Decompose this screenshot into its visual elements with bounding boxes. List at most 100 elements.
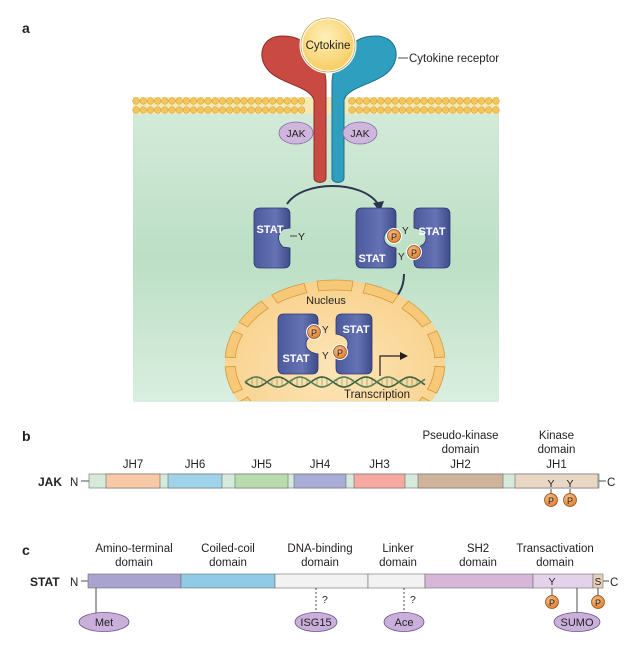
stat-dimer-left-shape: [355, 207, 397, 269]
stat-domain-6-subtitle: domain: [536, 557, 574, 569]
dimer2-top-label: STAT: [342, 324, 369, 336]
jak-right-label: JAK: [350, 128, 369, 140]
stat-phospho-2-label: P: [595, 598, 601, 608]
nucleus-label: Nucleus: [306, 295, 346, 307]
methylation-oval: [78, 612, 130, 632]
jak-domain-jh4-label: JH4: [310, 459, 331, 471]
stat-protein-label: STAT: [30, 575, 60, 589]
jak-tyrosine-1: Y: [547, 478, 554, 490]
jak-domain-jh7: [105, 473, 161, 489]
jak-domain-jh6-label: JH6: [185, 459, 205, 471]
isg15-oval: [294, 612, 338, 632]
dimer1-phospho-2: [407, 245, 421, 259]
stat-domain-6: [532, 573, 594, 589]
stat-monomer-shape: [253, 207, 291, 269]
dimer2-p1-label: P: [311, 328, 317, 338]
jak-phospho-2-label: P: [567, 496, 573, 506]
sumo-oval-label: SUMO: [561, 617, 594, 629]
cytokine: Cytokine: [299, 16, 357, 74]
stat-domain-3: [274, 573, 369, 589]
stat-domain-5-title: SH2: [467, 543, 489, 555]
stat-n-terminus: N: [70, 577, 78, 589]
jak-phospho-1-label: P: [548, 496, 554, 506]
jak-tyrosine-2: Y: [566, 478, 573, 490]
stat-domain-1-title: Amino-terminal: [95, 543, 172, 555]
stat-dimer2-right-shape: [335, 313, 373, 375]
stat-monomer-tyrosine: Y: [298, 231, 305, 243]
jak-domain-jh2-subtitle: domain: [442, 444, 480, 456]
stat-dimer-right-shape: [413, 207, 451, 269]
jak-domain-jh1: [514, 473, 599, 489]
stat-c-terminus: C: [610, 577, 618, 589]
jak-domain-jh5-label: JH5: [251, 459, 271, 471]
jak-domain-jh6: [167, 473, 223, 489]
dimer1-y1-label: Y: [402, 226, 409, 237]
dimer2-p2-label: P: [337, 348, 343, 358]
stat-domains: Amino-terminal domain Coiled-coil domain DNA…: [78, 543, 605, 632]
panel-b-label: b: [22, 428, 31, 444]
stat-serine-label: S: [595, 577, 602, 588]
dimer1-y2-label: Y: [398, 252, 405, 263]
jak-domain-jh5: [234, 473, 289, 489]
dimer1-p1-label: P: [391, 232, 397, 242]
receptor-right-chain: [331, 35, 397, 183]
jak-domain-jh2: [417, 473, 504, 489]
stat-dimer-nucleus: P P Y Y STAT STAT: [277, 313, 373, 375]
nuclear-envelope: [224, 279, 446, 401]
stat-domain-4-subtitle: domain: [379, 557, 417, 569]
dimer2-y2-label: Y: [322, 351, 329, 362]
panel-c-label: c: [22, 542, 30, 558]
stat-domain-4-title: Linker: [382, 543, 413, 555]
stat-domain-2-title: Coiled-coil: [201, 543, 255, 555]
jak-phospho-1: [544, 493, 558, 507]
cytokine-receptor: [261, 35, 397, 183]
methylation-oval-label: Met: [95, 617, 113, 629]
jak-c-terminus: C: [607, 477, 615, 489]
dimer1-top-label: STAT: [418, 226, 445, 238]
jak-domain-jh1-subtitle: domain: [538, 444, 576, 456]
acetylation-oval: [383, 612, 425, 632]
stat-domain-4: [367, 573, 426, 589]
acetylation-oval-label: Ace: [395, 617, 414, 629]
receptor-left-chain: [261, 35, 327, 183]
jak-right: JAK: [342, 121, 378, 145]
jak-left-label: JAK: [286, 128, 305, 140]
dimer2-y1-label: Y: [322, 325, 329, 336]
stat-domain-1-subtitle: domain: [115, 557, 153, 569]
stat-phospho-2: [591, 595, 605, 609]
jak-phospho-2: [563, 493, 577, 507]
stat-domain-2: [180, 573, 276, 589]
stat-tyrosine-label: Y: [548, 576, 555, 588]
stat-monomer-label: STAT: [256, 224, 283, 236]
dimer2-phospho-1: [307, 325, 321, 339]
panel-a-label: a: [22, 20, 30, 36]
jak-domain-jh4: [293, 473, 347, 489]
dna: [244, 376, 426, 388]
stat-domain-3-title: DNA-binding: [287, 543, 352, 555]
unknown-site-1: ?: [322, 594, 328, 606]
stat-domain-5-subtitle: domain: [459, 557, 497, 569]
stat-monomer: STAT Y: [253, 207, 305, 269]
stat-domain-6-title: Transactivation: [516, 543, 594, 555]
jak-domain-jh7-label: JH7: [123, 459, 143, 471]
stat-domain-1: [87, 573, 182, 589]
dimer1-phospho-1: [387, 229, 401, 243]
stat-domain-2-subtitle: domain: [209, 557, 247, 569]
stat-phospho-1-label: P: [549, 598, 555, 608]
transcription-arrowhead: [400, 352, 408, 360]
stat-domain-3-subtitle: domain: [301, 557, 339, 569]
jak-domain-jh3: [353, 473, 406, 489]
unknown-site-2: ?: [410, 594, 416, 606]
sumo-oval: [553, 612, 601, 632]
jak-domain-jh2-title: Pseudo-kinase: [422, 430, 498, 442]
jak-domain-jh3-label: JH3: [369, 459, 389, 471]
jak-domain-jh1-title: Kinase: [539, 430, 574, 442]
stat-phospho-1: [545, 595, 559, 609]
jak-protein-label: JAK: [38, 475, 62, 489]
jak-left: JAK: [278, 121, 314, 145]
activation-arrow: [286, 185, 379, 205]
jak-n-terminus: N: [70, 477, 78, 489]
stat-domain-5: [424, 573, 534, 589]
